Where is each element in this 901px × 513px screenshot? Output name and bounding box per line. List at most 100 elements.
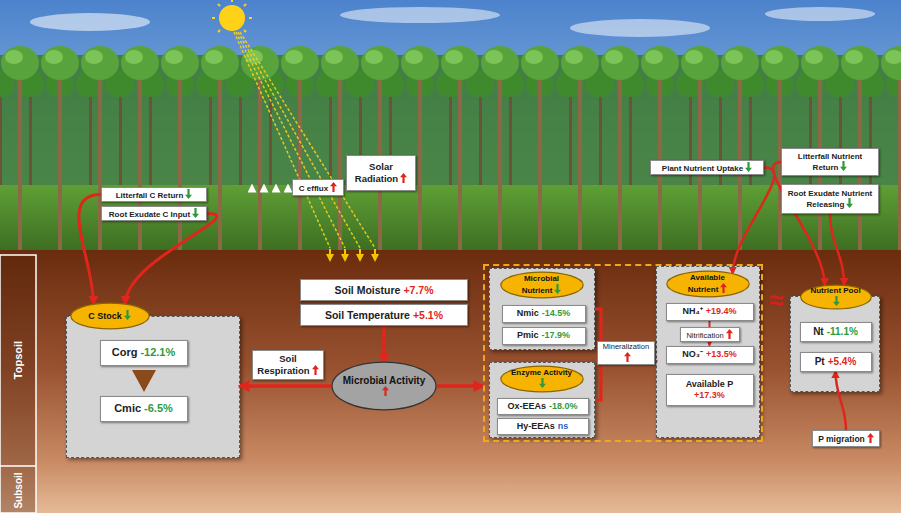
node-text: Root Exudate Nutrient Releasing (788, 189, 872, 209)
label-box: Solar Radiation (346, 155, 416, 191)
text-line: C Stock (78, 310, 141, 321)
node-text: Mineralization (603, 342, 649, 351)
node-text: Soil Respiration (257, 353, 309, 376)
ellipse-node: Microbial Nutrient (500, 271, 584, 299)
text-line: Microbial Nutrient (500, 274, 584, 294)
trend-arrow (840, 161, 847, 171)
value-text: +17.3% (686, 390, 734, 400)
flow-arrow (126, 214, 217, 304)
node-text: C Stock (88, 311, 122, 321)
text-line: Cmic-6.5% (114, 402, 173, 415)
text-line: Corg-12.1% (112, 346, 176, 359)
node-text: Available Nutrient (688, 273, 725, 293)
trend-arrow (185, 189, 192, 199)
text-line: Enzyme Activity (500, 368, 584, 388)
label-box: Hy-EEAsns (497, 418, 589, 435)
value-text: -17.9% (541, 330, 570, 340)
soil-layer-label: Subsoil (13, 472, 24, 508)
node-text: Solar Radiation (355, 161, 398, 184)
label-box: P migration (812, 430, 880, 447)
node-text: Microbial Activity (343, 375, 425, 386)
label-box: Pt+5.4% (800, 352, 872, 372)
carbon-transfer-chevron (132, 370, 156, 392)
value-text: ns (558, 421, 569, 431)
trend-arrow (745, 162, 752, 172)
value-text: +5.1% (413, 309, 443, 321)
value-text: -11.1% (827, 326, 858, 337)
label-box: C efflux (292, 179, 344, 196)
label-box: Soil Respiration (252, 350, 324, 380)
label-box: NH₄⁺ +19.4% (666, 303, 754, 321)
trend-arrow (539, 378, 546, 388)
node-text: P migration (818, 434, 865, 444)
label-box: Nmic-14.5% (502, 305, 586, 323)
label-box: Litterfall C Return (101, 187, 207, 202)
label-box: Mineralization (597, 341, 655, 365)
node-text: C efflux (299, 184, 328, 193)
text-line: P migration (818, 433, 874, 445)
trend-arrow (833, 296, 840, 306)
trend-arrow (330, 182, 337, 192)
node-text: Microbial Nutrient (522, 274, 559, 294)
soil-layer-label: Topsoil (12, 341, 24, 379)
flow-arrow (240, 384, 331, 388)
label-box: Nt-11.1% (800, 322, 872, 342)
node-text: Nt (813, 326, 824, 337)
text-line: Soil Moisture+7.7% (334, 284, 433, 296)
approx-sign: ≈ (769, 285, 783, 316)
label-box: Root Exudate C Input (101, 206, 207, 221)
text-line: Soil Respiration (256, 354, 320, 377)
value-text: +13.5% (706, 349, 737, 359)
text-line: NO₃⁻+13.5% (682, 349, 736, 359)
ellipse-node: Nutrient Pool (800, 284, 872, 310)
text-line: Pt+5.4% (815, 356, 857, 368)
ellipse-outline (331, 360, 437, 412)
node-text: Nutrient Pool (810, 286, 860, 295)
trend-arrow (312, 365, 319, 375)
trend-arrow (554, 284, 561, 294)
ellipse-node: Enzyme Activity (500, 365, 584, 393)
label-box: Cmic-6.5% (100, 396, 188, 422)
flow-arrow (595, 361, 656, 400)
node-text: Nmic (517, 308, 539, 318)
dashed-region: Microbial NutrientNmic-14.5% Pmic-17.9% En… (483, 264, 763, 442)
node-text: Root Exudate C Input (109, 210, 190, 219)
label-box: Soil Temperature+5.1% (300, 304, 468, 326)
text-line: Root Exudate C Input (109, 208, 199, 219)
trend-arrow (726, 329, 733, 339)
text-line: Ox-EEAs-18.0% (507, 401, 577, 411)
text-line: Soil Temperature+5.1% (325, 309, 443, 321)
text-line: Litterfall Nutrient Return (785, 152, 875, 172)
text-line: Available P+17.3% (686, 379, 734, 400)
group-box: Microbial NutrientNmic-14.5% Pmic-17.9% (489, 268, 595, 350)
label-box: Plant Nutrient Uptake (650, 160, 764, 175)
label-box: Corg-12.1% (100, 340, 188, 366)
flow-arrow (382, 326, 386, 362)
node-text: Cmic (114, 402, 141, 414)
group-fill (66, 316, 240, 458)
node-text: Corg (112, 346, 138, 358)
text-line: Pmic-17.9% (517, 330, 570, 340)
group-box: Enzyme ActivityOx-EEAs-18.0% Hy-EEAsns (489, 362, 595, 438)
node-text: Soil Moisture (334, 284, 400, 296)
node-text: Available P (686, 379, 734, 389)
flow-arrow (773, 162, 825, 285)
trend-arrow (867, 433, 874, 443)
value-text: +7.7% (403, 284, 433, 296)
node-text: Nitrification (686, 331, 723, 340)
text-line: NH₄⁺ +19.4% (682, 306, 736, 316)
text-line: Nt-11.1% (813, 326, 858, 338)
group-box: Available NutrientNH₄⁺ +19.4% Nitrificatio… (656, 266, 760, 438)
text-line: Mineralization (601, 343, 651, 363)
label-box: Ox-EEAs-18.0% (497, 398, 589, 415)
flow-arrow (733, 168, 775, 274)
value-text: +5.4% (828, 356, 857, 367)
value-text: -6.5% (144, 402, 173, 414)
node-text: Ox-EEAs (507, 401, 546, 411)
trend-arrow (192, 208, 199, 218)
text-line: Hy-EEAsns (517, 421, 569, 431)
node-text: Hy-EEAs (517, 421, 555, 431)
node-text: NH₄⁺ (682, 306, 702, 316)
label-box: Soil Moisture+7.7% (300, 279, 468, 301)
value-text: +19.4% (706, 306, 737, 316)
